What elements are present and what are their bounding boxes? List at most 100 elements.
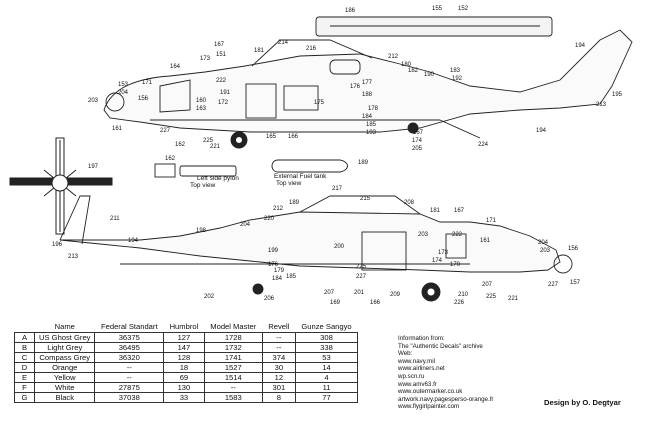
tank-caption-line2: Top view: [276, 180, 302, 187]
callout-number: 217: [332, 186, 343, 192]
callout-number: 194: [536, 128, 547, 134]
paint-cell: 4: [294, 372, 359, 383]
callout-number: 213: [68, 254, 79, 260]
paint-cell: 8: [261, 392, 296, 403]
callout-number: 191: [220, 90, 231, 96]
paint-table: Name Federal Standart Humbrol Model Mast…: [14, 321, 359, 403]
callout-number: 207: [324, 290, 335, 296]
callout-number: 184: [362, 114, 373, 120]
callout-number: 225: [203, 138, 214, 144]
paint-cell: 301: [261, 382, 296, 393]
callout-number: 206: [264, 296, 275, 302]
info-line: The "Authentic Decals" archive: [398, 342, 483, 350]
paint-cell: Light Grey: [33, 342, 96, 353]
callout-number: 163: [196, 106, 207, 112]
callout-number: 179: [274, 268, 285, 274]
callout-number: 167: [454, 208, 465, 214]
paint-cell: Compass Grey: [33, 352, 96, 363]
paint-cell: E: [14, 372, 35, 383]
callout-number: 188: [362, 92, 373, 98]
paint-cell: 14: [294, 362, 359, 373]
callout-number: 176: [268, 262, 279, 268]
paint-cell: 11: [294, 382, 359, 393]
callout-number: 202: [204, 294, 215, 300]
callout-number: 199: [268, 248, 279, 254]
header-cell: Federal Standart: [100, 321, 158, 331]
callout-number: 153: [118, 82, 129, 88]
callout-number: 225: [486, 294, 497, 300]
callout-number: 189: [289, 200, 300, 206]
callout-number: 224: [478, 142, 489, 148]
callout-number: 204: [538, 240, 549, 246]
info-line: www.outermarker.co.uk: [398, 388, 463, 396]
callout-number: 176: [350, 84, 361, 90]
callout-number: 152: [458, 6, 469, 12]
paint-cell: --: [94, 362, 165, 373]
callout-number: 216: [306, 46, 317, 52]
callout-number: 198: [196, 228, 207, 234]
callout-number: 214: [278, 40, 289, 46]
callout-number: 161: [480, 238, 491, 244]
callout-number: 155: [432, 6, 443, 12]
callout-number: 180: [401, 62, 412, 68]
callout-number: 212: [273, 206, 284, 212]
callout-number: 169: [330, 300, 341, 306]
upper-fuselage-outline: [103, 29, 633, 133]
callout-number: 227: [548, 282, 559, 288]
paint-cell: 1514: [203, 372, 263, 383]
callout-number: 175: [314, 100, 325, 106]
paint-cell: 53: [294, 352, 359, 363]
designer-credit: Design by O. Degtyar: [544, 398, 621, 407]
callout-number: 151: [216, 52, 227, 58]
callout-number: 203: [88, 98, 99, 104]
callout-number: 182: [408, 68, 419, 74]
callout-number: 160: [196, 98, 207, 104]
callout-number: 174: [412, 138, 423, 144]
paint-cell: Yellow: [33, 372, 96, 383]
callout-number: 222: [216, 78, 227, 84]
paint-cell: Orange: [33, 362, 96, 373]
callout-number: 200: [334, 244, 345, 250]
callout-number: 171: [142, 80, 153, 86]
callout-number: 190: [424, 72, 435, 78]
callout-number: 220: [264, 216, 275, 222]
callout-number: 173: [200, 56, 211, 62]
callout-number: 177: [362, 80, 373, 86]
paint-cell: 36375: [94, 332, 165, 343]
paint-cell: 77: [294, 392, 359, 403]
callout-number: 226: [454, 300, 465, 306]
callout-numbers-bottom: 2172152081671812121892202041981942111962…: [52, 186, 581, 306]
callout-number: 215: [360, 196, 371, 202]
paint-cell: --: [94, 372, 165, 383]
paint-cell: 308: [294, 332, 359, 343]
callout-number: 181: [254, 48, 265, 54]
paint-cell: 374: [261, 352, 296, 363]
info-line: Web:: [398, 350, 413, 358]
paint-cell: 1527: [203, 362, 263, 373]
callout-number: 166: [288, 134, 299, 140]
info-line: artwork.navy.pagesperso-orange.fr: [398, 395, 494, 403]
callout-number: 157: [570, 280, 581, 286]
callout-number: 204: [118, 90, 129, 96]
callout-number: 221: [210, 144, 221, 150]
paint-cell: F: [14, 382, 35, 393]
paint-cell: 69: [163, 372, 205, 383]
callout-number: 204: [240, 222, 251, 228]
callout-number: 201: [354, 290, 365, 296]
paint-cell: 127: [163, 332, 205, 343]
callout-number: 174: [432, 258, 443, 264]
pylon-number: 162: [165, 156, 176, 162]
paint-cell: 147: [163, 342, 205, 353]
callout-number: 194: [575, 43, 586, 49]
paint-cell: B: [14, 342, 35, 353]
callout-number: 227: [356, 274, 367, 280]
paint-cell: 1728: [203, 332, 263, 343]
paint-cell: 37038: [94, 392, 165, 403]
paint-cell: 33: [163, 392, 205, 403]
callout-number: 203: [540, 248, 551, 254]
